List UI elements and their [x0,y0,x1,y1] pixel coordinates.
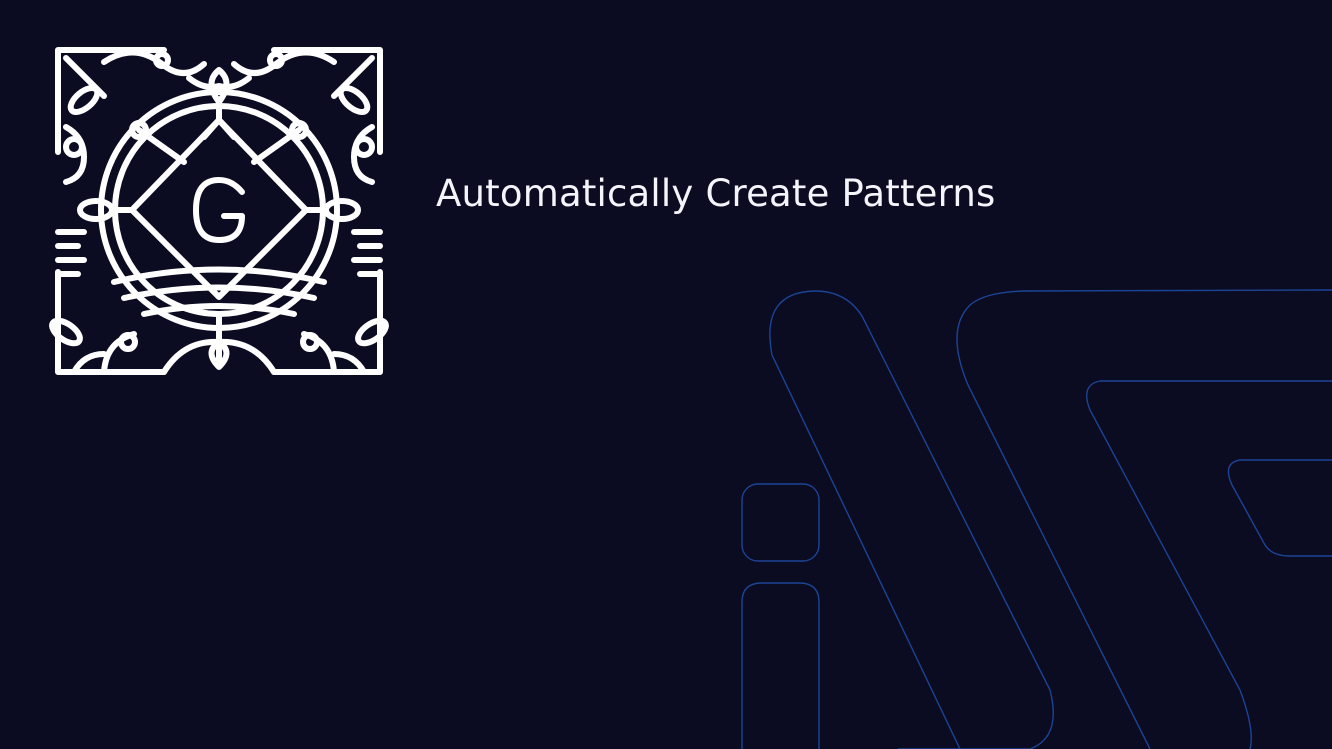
outline-notch [1227,459,1332,557]
gutenberg-logo-icon [49,47,389,375]
outline-bar [741,582,820,749]
slide-title: Automatically Create Patterns [436,172,996,215]
outline-large-shape [956,289,1332,749]
outline-chevron [1086,380,1332,749]
outline-square [741,483,820,562]
outline-diagonal-1 [769,290,1054,749]
